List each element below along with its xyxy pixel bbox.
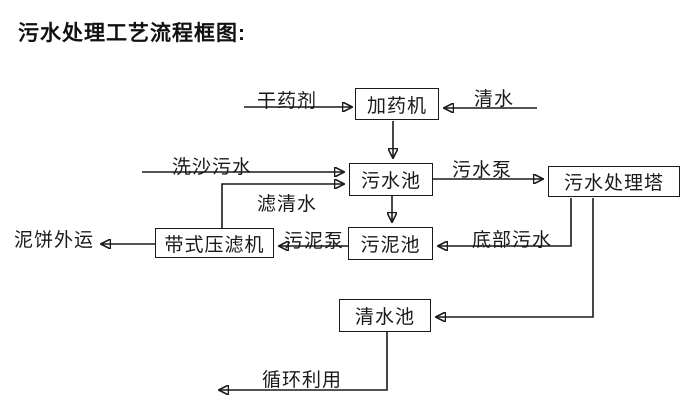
label-recycle: 循环利用 — [262, 370, 343, 391]
label-sewage-pump: 污水泵 — [452, 160, 513, 181]
label-sand-washing-sewage: 洗沙污水 — [172, 157, 253, 178]
arrow-filtered-water-to-sewage-pool — [221, 184, 344, 228]
node-sludge-pool: 污泥池 — [348, 227, 433, 260]
label-bottom-sewage: 底部污水 — [472, 230, 553, 251]
label-sludge-pump: 污泥泵 — [284, 231, 345, 252]
node-clean-water-pool: 清水池 — [339, 299, 431, 332]
node-dosing-machine: 加药机 — [355, 88, 439, 120]
arrow-recycle-out — [219, 332, 388, 390]
arrow-tower-to-clean-water-pool — [436, 198, 594, 317]
arrow-bottom-sewage-to-sludge-pool — [438, 198, 572, 246]
label-mud-cake-out: 泥饼外运 — [14, 230, 95, 251]
node-treatment-tower: 污水处理塔 — [548, 166, 680, 197]
label-dry-agent: 干药剂 — [257, 91, 318, 112]
label-clean-water: 清水 — [474, 89, 515, 110]
label-filtered-water: 滤清水 — [257, 194, 318, 215]
diagram-title: 污水处理工艺流程框图: — [18, 22, 246, 45]
node-sewage-pool: 污水池 — [349, 163, 433, 196]
node-belt-filter-press: 带式压滤机 — [155, 228, 274, 258]
